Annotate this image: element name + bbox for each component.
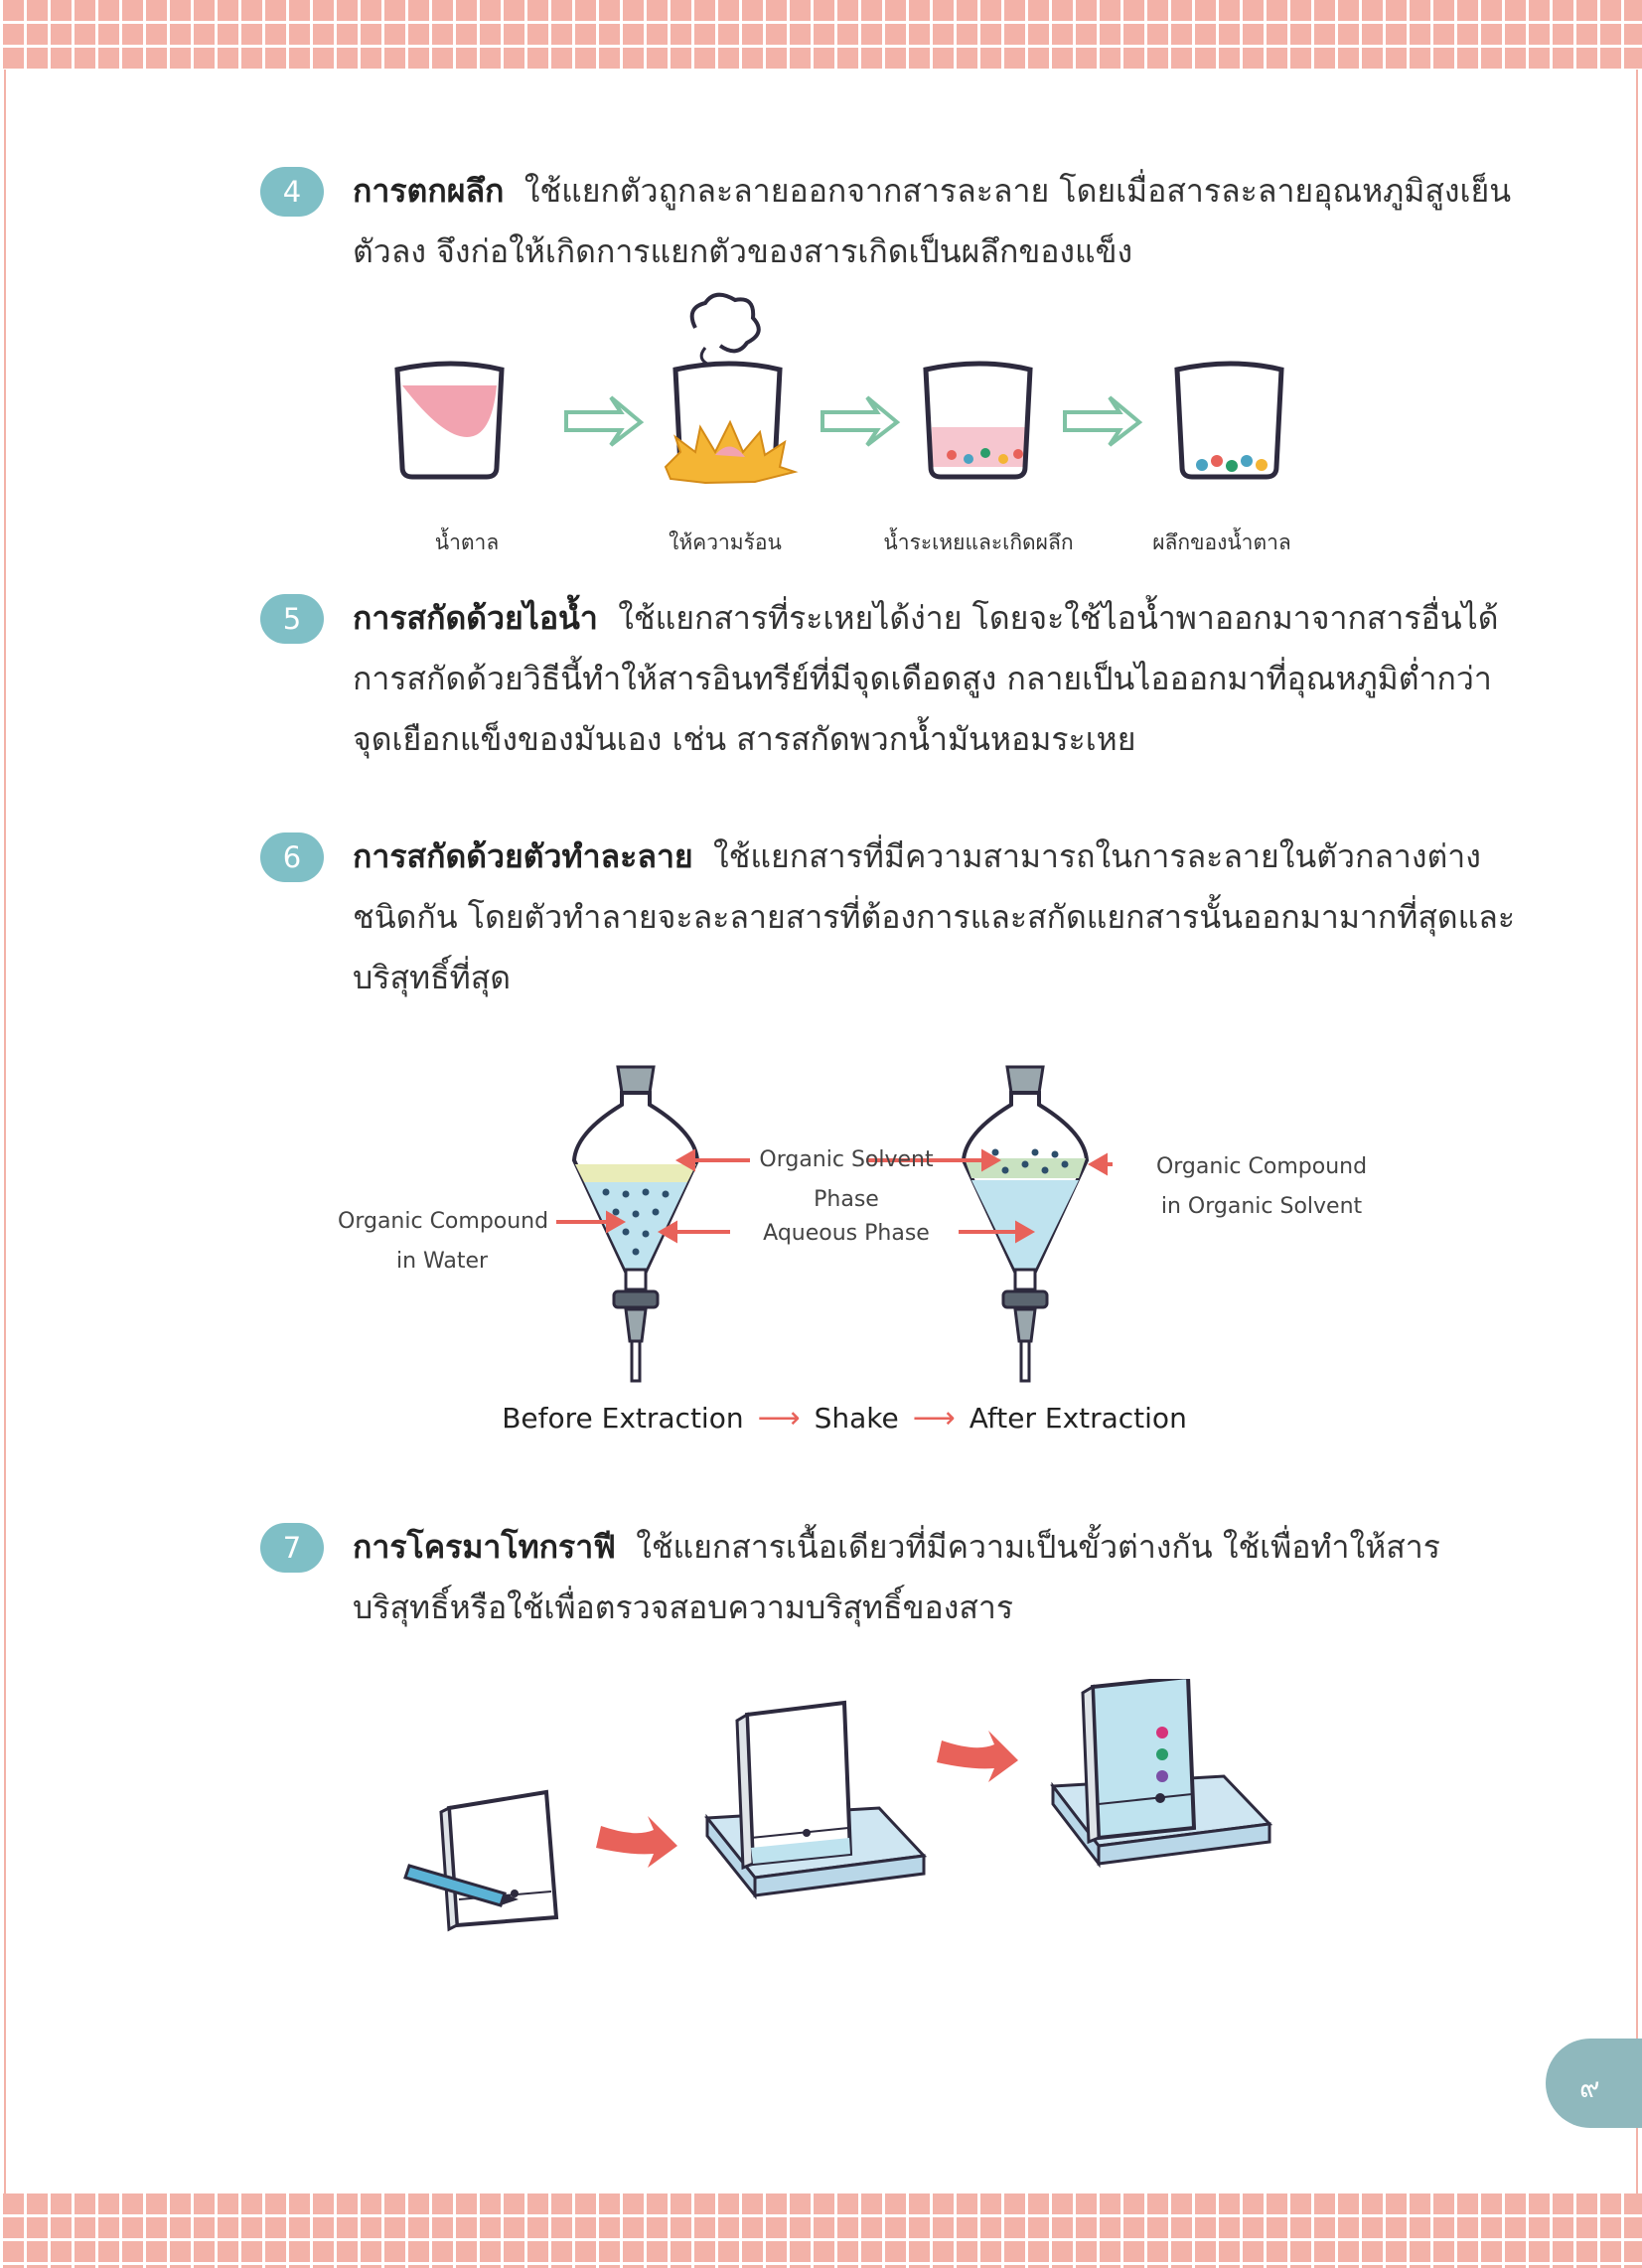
caption-heat: ให้ความร้อน — [669, 530, 782, 554]
flow-step-before: Before Extraction — [502, 1402, 744, 1435]
funnel-after-extraction — [961, 1065, 1090, 1383]
arrow-icon — [821, 395, 901, 447]
section-body: ใช้แยกสารที่ระเหยได้ง่าย โดยจะใช้ไอน้ำพา… — [353, 599, 1499, 758]
arrow-right-icon: ⟶ — [912, 1401, 956, 1436]
section-number-badge: 4 — [260, 167, 324, 217]
section-number-badge: 6 — [260, 832, 324, 882]
funnel-before-extraction — [571, 1065, 700, 1383]
beaker-heat — [664, 292, 799, 485]
section-body: ใช้แยกตัวถูกละลายออกจากสารละลาย โดยเมื่อ… — [353, 172, 1512, 270]
beaker-sugar-crystals — [1174, 361, 1284, 480]
chromatography-illustration — [403, 1679, 1273, 1932]
paper-developed — [1050, 1679, 1273, 1869]
label-organic-solvent-phase: Organic Solvent Phase — [759, 1147, 934, 1212]
flow-step-shake: Shake — [814, 1402, 899, 1435]
extraction-flow: Before Extraction ⟶ Shake ⟶ After Extrac… — [487, 1401, 1202, 1436]
arrow-right-icon: ⟶ — [757, 1401, 801, 1436]
section-6-text: การสกัดด้วยตัวทำละลาย ใช้แยกสารที่มีความ… — [353, 827, 1525, 1008]
page-number: ๙ — [1579, 2071, 1600, 2104]
pointer-arrows — [556, 1148, 1113, 1244]
crystallization-illustration — [394, 292, 1284, 485]
section-title: การสกัดด้วยตัวทำละลาย — [353, 837, 693, 875]
paper-in-solvent — [704, 1700, 928, 1900]
label-aqueous-phase: Aqueous Phase — [763, 1221, 930, 1246]
caption-evaporate: น้ำระเหยและเกิดผลึก — [883, 530, 1074, 554]
beaker-crystallizing — [923, 361, 1033, 480]
arrow-icon — [564, 395, 645, 447]
right-border-line — [1636, 70, 1638, 2193]
caption-sugar: น้ำตาล — [434, 530, 500, 554]
page-number-tab: ๙ — [1546, 2039, 1642, 2128]
section-title: การตกผลึก — [353, 172, 505, 210]
arrow-icon — [1063, 395, 1143, 447]
section-number-badge: 7 — [260, 1523, 324, 1573]
left-border-line — [4, 70, 6, 2193]
section-7-text: การโครมาโทกราฟี ใช้แยกสารเนื้อเดียวที่มี… — [353, 1517, 1525, 1638]
label-organic-compound-in-water: Organic Compound in Water — [338, 1209, 549, 1274]
section-number-badge: 5 — [260, 594, 324, 644]
section-4-text: การตกผลึก ใช้แยกตัวถูกละลายออกจากสารละลา… — [353, 161, 1525, 282]
bottom-grid-border — [0, 2193, 1642, 2268]
section-body: ใช้แยกสารที่มีความสามารถในการละลายในตัวก… — [353, 837, 1516, 996]
flow-step-after: After Extraction — [969, 1402, 1187, 1435]
top-grid-border — [0, 0, 1642, 70]
arrow-icon — [596, 1816, 677, 1868]
separatory-funnel-diagram — [556, 1065, 1113, 1383]
caption-crystals: ผลึกของน้ำตาล — [1152, 530, 1291, 554]
arrow-icon — [937, 1731, 1018, 1782]
section-title: การสกัดด้วยไอน้ำ — [353, 599, 598, 637]
paper-spotting — [403, 1789, 559, 1932]
section-5-text: การสกัดด้วยไอน้ำ ใช้แยกสารที่ระเหยได้ง่า… — [353, 588, 1525, 770]
beaker-sugar — [394, 361, 505, 480]
label-organic-compound-in-solvent: Organic Compound in Organic Solvent — [1155, 1154, 1368, 1219]
section-title: การโครมาโทกราฟี — [353, 1528, 616, 1566]
section-body: ใช้แยกสารเนื้อเดียวที่มีความเป็นขั้วต่าง… — [353, 1528, 1440, 1626]
